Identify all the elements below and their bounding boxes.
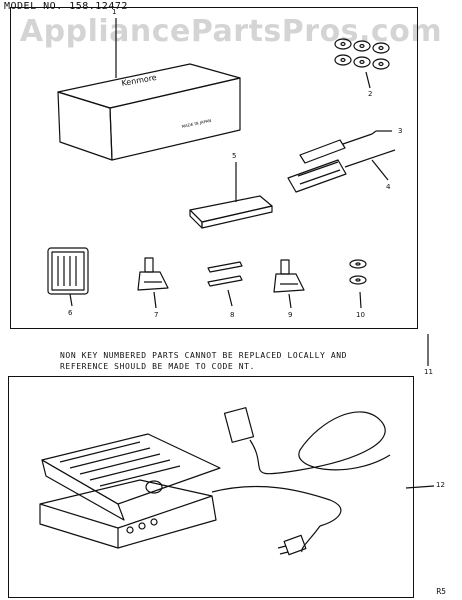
callout-7: 7 (154, 311, 159, 319)
needle-pack (47, 247, 89, 307)
box-brand-text: Kenmore (121, 73, 158, 88)
power-cord (211, 407, 435, 556)
accessory-box: Kenmore MADE IN JAPAN (57, 18, 241, 161)
zipper-foot (273, 259, 305, 309)
foot-control (39, 433, 221, 549)
callout-6: 6 (68, 309, 73, 317)
large-screwdriver (287, 149, 396, 193)
callout-9: 9 (288, 311, 293, 319)
seam-guide (189, 162, 273, 229)
callout-10: 10 (356, 311, 365, 319)
watermark: AppliancePartsPros.com (19, 14, 443, 49)
callout-3: 3 (398, 127, 403, 135)
box-made-in-text: MADE IN JAPAN (181, 118, 212, 129)
callout-12: 12 (436, 481, 445, 489)
callout-11: 11 (424, 368, 433, 376)
accessories-panel (10, 7, 418, 329)
callout-4: 4 (386, 183, 391, 191)
callout-5: 5 (232, 152, 237, 160)
presser-foot (137, 257, 169, 309)
bobbins (334, 38, 390, 89)
callout-8: 8 (230, 311, 235, 319)
replacement-note: NON KEY NUMBERED PARTS CANNOT BE REPLACE… (60, 351, 348, 371)
spool-pins (207, 261, 243, 307)
page-number: R5 (436, 587, 446, 596)
small-screwdriver (299, 130, 392, 164)
spool-caps (349, 259, 367, 309)
model-number: MODEL NO. 158.12472 (4, 1, 128, 12)
callout-2: 2 (368, 90, 373, 98)
callout-1: 1 (112, 8, 117, 16)
